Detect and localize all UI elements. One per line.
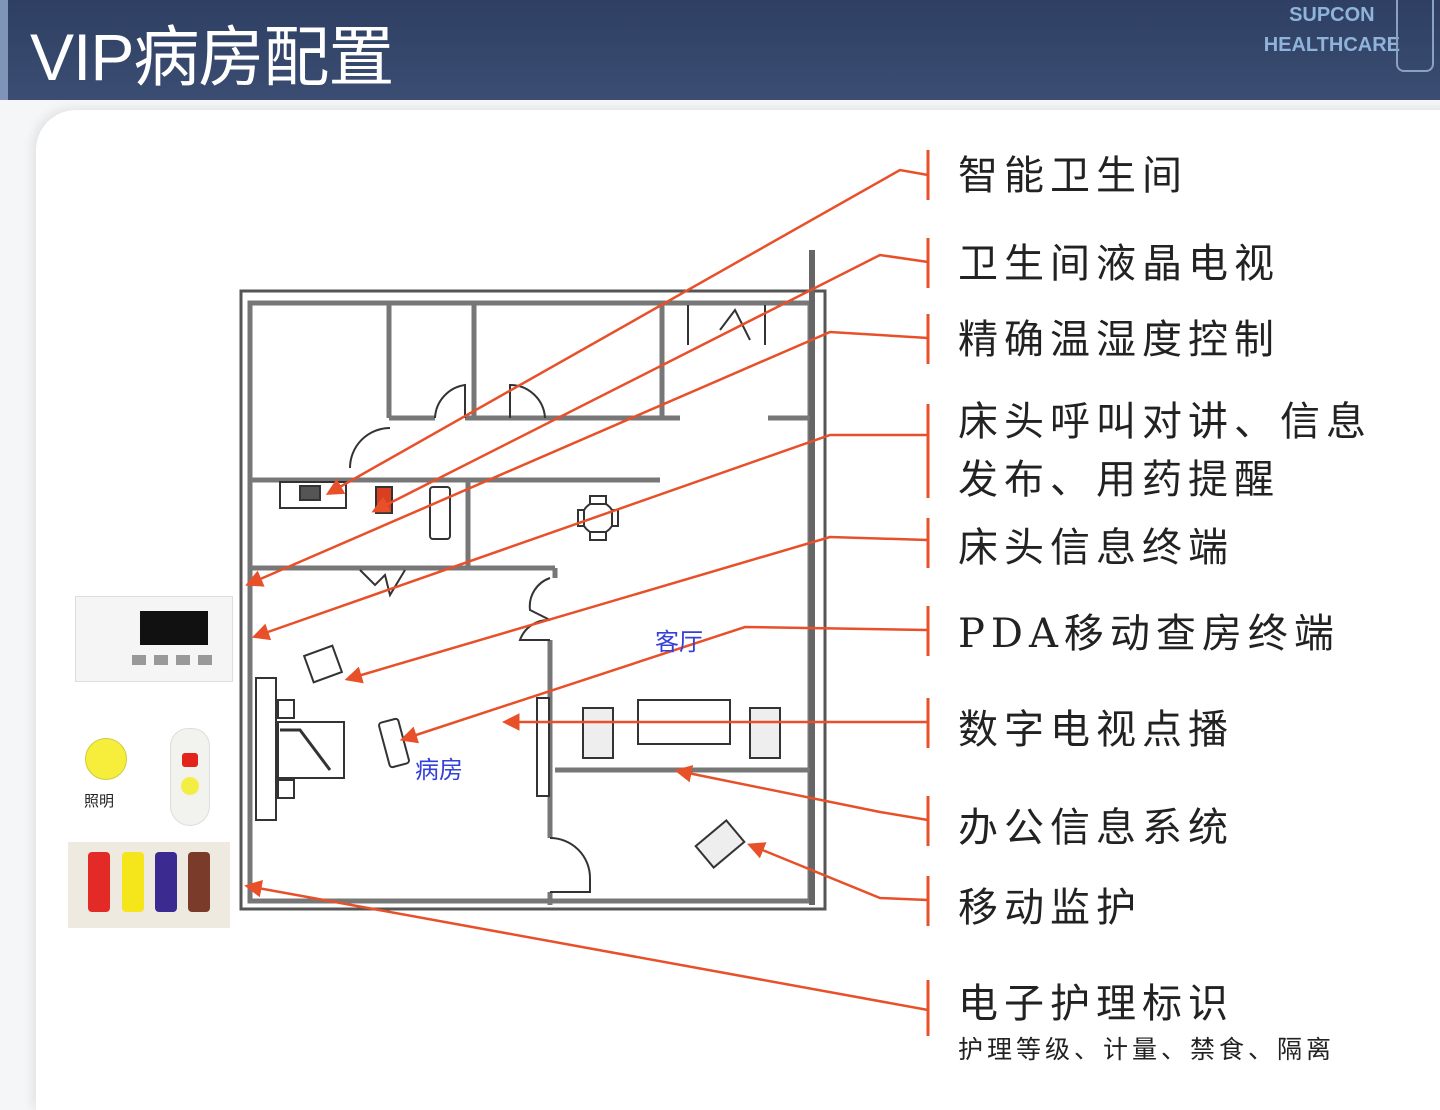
floorplan-diagram bbox=[239, 150, 930, 1036]
bathtub bbox=[429, 486, 451, 540]
label-bedside-terminal: 床头信息终端 bbox=[958, 525, 1234, 571]
page-title: VIP病房配置 bbox=[30, 20, 394, 94]
light-label: 照明 bbox=[84, 792, 115, 810]
floorplan-doors bbox=[349, 305, 766, 893]
logo-frame bbox=[1396, 0, 1434, 72]
label-climate-control: 精确温湿度控制 bbox=[958, 317, 1280, 363]
bathroom-tv bbox=[375, 486, 393, 514]
label-bedside-intercom: 床头呼叫对讲、信息 bbox=[958, 399, 1372, 445]
label-nursing-identification-detail: 护理等级、计量、禁食、隔离 bbox=[958, 1035, 1336, 1064]
label-office-system: 办公信息系统 bbox=[958, 805, 1234, 851]
logo-line1: SUPCON bbox=[1289, 4, 1375, 26]
label-bathroom-tv: 卫生间液晶电视 bbox=[958, 241, 1280, 287]
bedside-terminal bbox=[302, 644, 344, 684]
ward-label: 病房 bbox=[415, 756, 463, 784]
dining-table bbox=[581, 501, 615, 535]
header-bar: VIP病房配置 SUPCON HEALTHCARE bbox=[0, 0, 1440, 100]
pda-device bbox=[378, 717, 410, 769]
label-smart-bathroom: 智能卫生间 bbox=[958, 153, 1188, 199]
tv-cabinet bbox=[536, 697, 550, 797]
label-digital-tv: 数字电视点播 bbox=[958, 707, 1234, 753]
living-room-label: 客厅 bbox=[655, 628, 703, 656]
sofa-right bbox=[749, 707, 781, 759]
floorplan-walls bbox=[239, 250, 827, 911]
monitor-device bbox=[694, 819, 746, 869]
floorplan-furniture bbox=[255, 481, 781, 869]
bed-headboard bbox=[255, 677, 277, 821]
label-pda-rounds: PDA移动查房终端 bbox=[958, 611, 1340, 657]
nursing-level-panel bbox=[68, 842, 230, 928]
supcon-logo: SUPCON HEALTHCARE bbox=[1264, 0, 1400, 60]
call-intercom-terminal bbox=[75, 596, 233, 682]
content-panel bbox=[36, 110, 1440, 1110]
label-nursing-identification: 电子护理标识 bbox=[958, 981, 1234, 1027]
label-mobile-monitoring: 移动监护 bbox=[958, 885, 1142, 931]
sofa-left bbox=[582, 707, 614, 759]
handheld-call-button bbox=[170, 728, 210, 826]
logo-line2: HEALTHCARE bbox=[1263, 34, 1400, 56]
light-button bbox=[85, 738, 127, 780]
label-bedside-intercom-line2: 发布、用药提醒 bbox=[958, 457, 1280, 503]
callout-arrows bbox=[244, 168, 929, 1012]
